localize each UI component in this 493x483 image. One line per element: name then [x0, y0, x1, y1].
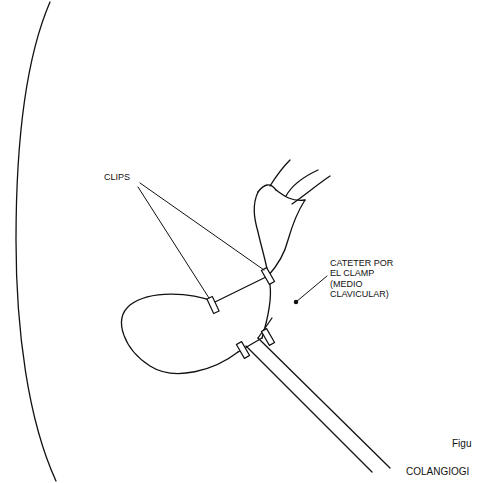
leader-line [296, 276, 327, 302]
cystic-duct [215, 276, 268, 302]
hepatic-duct [270, 160, 290, 186]
abdominal-wall [16, 2, 56, 481]
figure-label: Figu [452, 438, 471, 450]
figure-title: COLANGIOGI [406, 466, 469, 478]
hepatic-duct [276, 190, 305, 200]
leader-line [140, 183, 264, 270]
catheter [258, 338, 390, 468]
leader-line [138, 187, 209, 298]
hepatic-duct [286, 170, 318, 196]
catheter [246, 346, 372, 472]
hepatic-duct [292, 176, 330, 204]
part-label: CATETER POR EL CLAMP (MEDIO CLAVICULAR) [330, 258, 402, 299]
clips [207, 268, 275, 359]
part-label: CLIPS [104, 172, 130, 182]
leader-dot [294, 300, 297, 303]
gallbladder [122, 294, 238, 373]
bile-duct [268, 200, 305, 276]
hepatic-duct [258, 185, 276, 192]
